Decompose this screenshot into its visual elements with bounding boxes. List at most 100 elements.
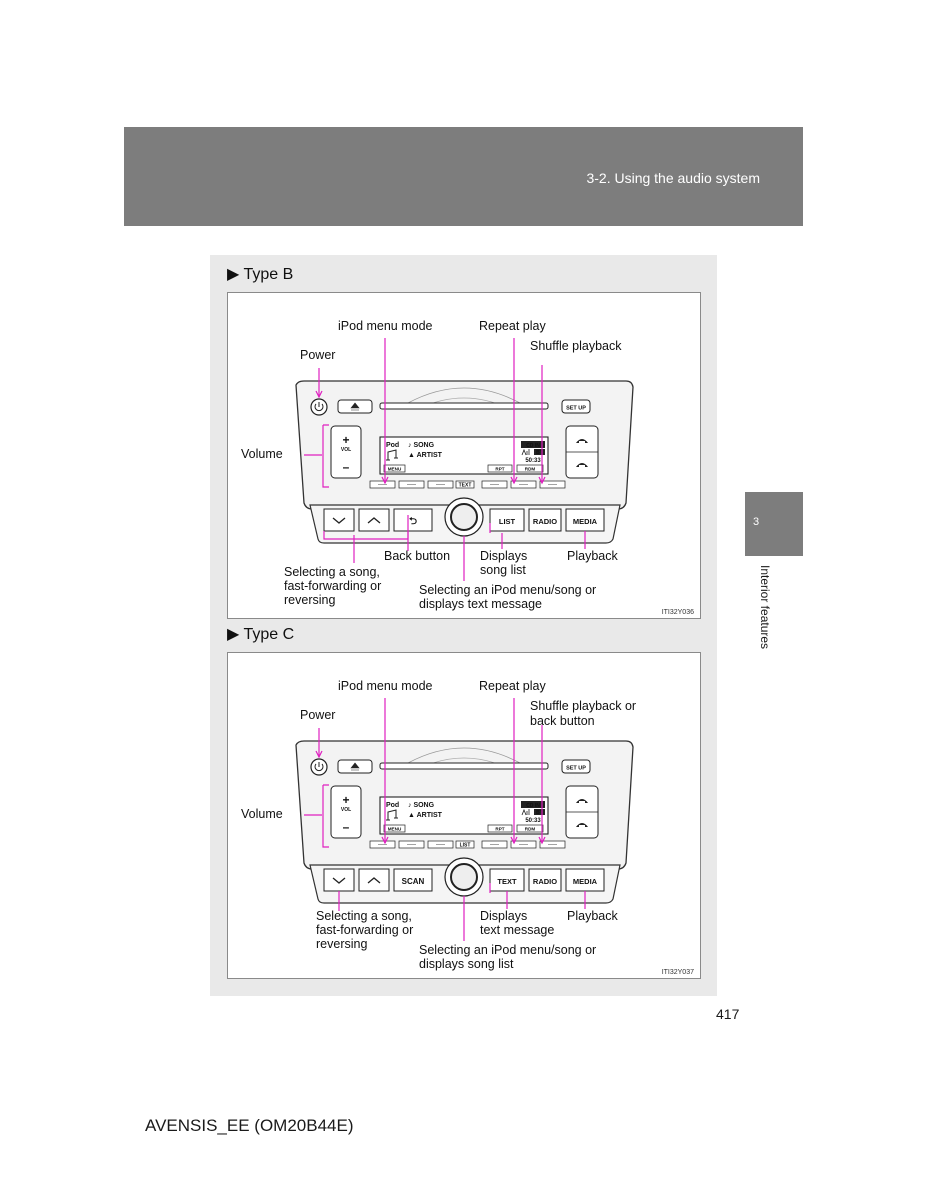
screen-time-text: 50:33 bbox=[525, 818, 541, 824]
back-icon: ⮌ bbox=[409, 516, 417, 527]
phone-hangup-icon bbox=[576, 463, 588, 467]
label-displays-1: Displays bbox=[480, 549, 527, 563]
softkey-menu-label: MENU bbox=[388, 467, 402, 472]
volume-minus-icon: – bbox=[343, 820, 350, 834]
label-selecting-ipod-1: Selecting an iPod menu/song or bbox=[419, 583, 596, 597]
bottom-button bbox=[528, 508, 562, 532]
volume-rocker bbox=[330, 785, 362, 839]
media-button-label: MEDIA bbox=[573, 877, 598, 886]
chapter-title: Interior features bbox=[758, 565, 772, 650]
screen-cd-text: CD IN bbox=[526, 443, 540, 449]
tune-knob-inner bbox=[450, 863, 478, 891]
power-symbol bbox=[314, 402, 324, 412]
callout-arrow bbox=[510, 476, 518, 485]
softkey-rpt-label: RPT bbox=[495, 827, 504, 832]
softkey-rdm bbox=[516, 464, 544, 473]
cd-slot bbox=[379, 762, 549, 770]
phone-hangup-icon bbox=[576, 823, 588, 827]
screen-cd-badge bbox=[521, 441, 545, 448]
label-selecting-song-2: fast-forwarding or bbox=[316, 923, 413, 937]
label-displays-2: song list bbox=[480, 563, 526, 577]
label-power: Power bbox=[300, 708, 335, 722]
bottom-button bbox=[393, 868, 433, 892]
callout-line bbox=[323, 515, 409, 540]
phone-pickup-icon bbox=[576, 799, 588, 803]
volume-plus-icon: + bbox=[342, 793, 349, 807]
volume-vol-label: VOL bbox=[341, 447, 351, 453]
volume-minus-icon: – bbox=[343, 460, 350, 474]
music-note-icon bbox=[386, 449, 398, 461]
list-button-label: LIST bbox=[499, 517, 516, 526]
softkey-rpt bbox=[487, 464, 513, 473]
softkey-menu bbox=[383, 464, 406, 473]
chapter-number: 3 bbox=[753, 516, 760, 528]
label-shuffle-2: back button bbox=[530, 714, 595, 728]
bottom-button bbox=[528, 868, 562, 892]
type-c-heading: ▶ Type C bbox=[227, 626, 295, 643]
callout-arrow bbox=[315, 390, 323, 399]
header-band: 3-2. Using the audio system bbox=[124, 127, 803, 226]
bottom-button bbox=[393, 508, 433, 532]
screen-time-text: 50:33 bbox=[525, 458, 541, 464]
screen-song-text: ♪ SONG bbox=[408, 802, 435, 809]
radio-button-label: RADIO bbox=[533, 877, 557, 886]
screen-bt-text: BT bbox=[536, 450, 543, 456]
label-volume: Volume bbox=[241, 807, 283, 821]
setup-button bbox=[561, 399, 591, 414]
label-ipod-menu-mode: iPod menu mode bbox=[338, 319, 433, 333]
softkey-rdm bbox=[516, 824, 544, 833]
center-key bbox=[455, 840, 475, 849]
tune-knob-inner bbox=[450, 503, 478, 531]
page-number: 417 bbox=[716, 1006, 740, 1022]
figure-code: ITI32Y037 bbox=[662, 969, 694, 976]
screen-ipod-text: iPod bbox=[384, 442, 399, 449]
center-key-label: LIST bbox=[460, 843, 471, 849]
screen-artist-text: ▲ ARTIST bbox=[408, 452, 443, 459]
power-symbol bbox=[314, 762, 324, 772]
callout-arrow bbox=[381, 836, 389, 845]
screen-bt-text: BT bbox=[536, 810, 543, 816]
softkey-rdm-label: RDM bbox=[525, 467, 536, 472]
label-power: Power bbox=[300, 348, 335, 362]
bottom-button bbox=[358, 508, 390, 532]
label-shuffle-1: Shuffle playback bbox=[530, 339, 622, 353]
unit-swoosh bbox=[407, 747, 521, 764]
label-volume: Volume bbox=[241, 447, 283, 461]
music-note-icon bbox=[386, 809, 398, 821]
label-displays-2: text message bbox=[480, 923, 554, 937]
label-selecting-song-3: reversing bbox=[316, 937, 367, 951]
signal-icon bbox=[521, 448, 530, 456]
screen-song-text: ♪ SONG bbox=[408, 442, 435, 449]
softkey-menu-label: MENU bbox=[388, 827, 402, 832]
callout-arrow bbox=[538, 836, 546, 845]
label-selecting-ipod-2: displays song list bbox=[419, 957, 514, 971]
eject-icon bbox=[350, 762, 360, 771]
softkey-rpt-label: RPT bbox=[495, 467, 504, 472]
softkey-rpt bbox=[487, 824, 513, 833]
unit-swoosh bbox=[407, 387, 521, 404]
eject-icon bbox=[350, 402, 360, 411]
screen-artist-text: ▲ ARTIST bbox=[408, 812, 443, 819]
chevron-down-icon bbox=[332, 517, 346, 524]
screen-cd-badge bbox=[521, 801, 545, 808]
screen-bt-badge bbox=[534, 449, 545, 455]
label-ipod-menu-mode: iPod menu mode bbox=[338, 679, 433, 693]
callout-line bbox=[322, 784, 329, 848]
setup-label: SET UP bbox=[566, 766, 586, 772]
type-b-heading: ▶ Type B bbox=[227, 266, 294, 283]
softkey-rdm-label: RDM bbox=[525, 827, 536, 832]
chapter-tab: 3 bbox=[745, 492, 803, 556]
label-back-button: Back button bbox=[384, 549, 450, 563]
label-displays-1: Displays bbox=[480, 909, 527, 923]
label-playback: Playback bbox=[567, 909, 618, 923]
setup-label: SET UP bbox=[566, 406, 586, 412]
chevron-down-icon bbox=[332, 877, 346, 884]
setup-button bbox=[561, 759, 591, 774]
center-key bbox=[455, 480, 475, 489]
phone-pickup-icon bbox=[576, 439, 588, 443]
center-key-label: TEXT bbox=[459, 483, 472, 489]
